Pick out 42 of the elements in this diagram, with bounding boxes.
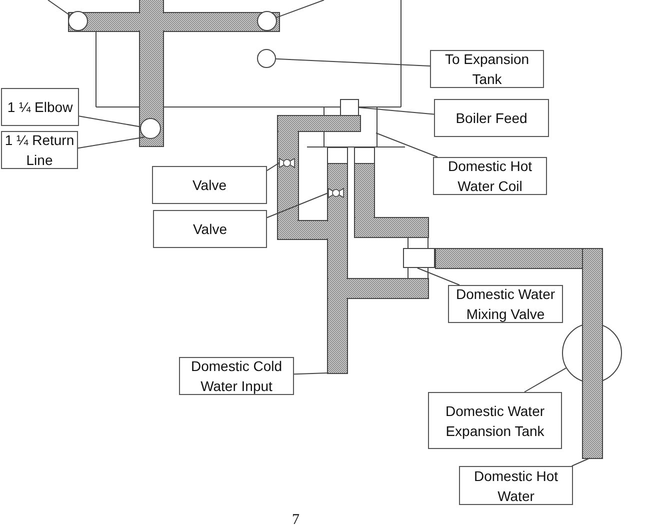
circle-symbol bbox=[257, 49, 276, 68]
valve-symbol bbox=[328, 188, 344, 198]
page-number: 7 bbox=[292, 512, 300, 528]
callout-box bbox=[1, 88, 79, 126]
callout-box bbox=[152, 166, 267, 204]
leader-line bbox=[276, 0, 324, 18]
callout-text: Domestic Hot Water Coil bbox=[446, 157, 534, 196]
leader-line bbox=[416, 268, 460, 286]
leader-line bbox=[524, 368, 567, 392]
circle-symbol bbox=[68, 11, 88, 31]
callout-text: Valve bbox=[193, 220, 227, 239]
leader-line bbox=[266, 162, 280, 172]
block-symbol bbox=[403, 248, 435, 268]
valve-symbol bbox=[279, 158, 295, 168]
leader-line bbox=[571, 458, 590, 466]
leader-line bbox=[78, 136, 145, 149]
callout-box bbox=[434, 99, 549, 137]
leader-line bbox=[376, 132, 438, 158]
circle-symbol bbox=[140, 118, 161, 139]
callout-text: Valve bbox=[192, 176, 226, 195]
leader-line bbox=[294, 372, 328, 375]
leader-line bbox=[358, 107, 434, 115]
leader-line bbox=[78, 116, 141, 128]
callout-box bbox=[433, 157, 547, 195]
callout-text: Domestic Water Mixing Valve bbox=[454, 285, 556, 324]
callout-box bbox=[179, 357, 294, 395]
callout-text: 1 ¼ Elbow bbox=[7, 98, 73, 117]
circle-symbol bbox=[257, 11, 277, 31]
callout-text: Boiler Feed bbox=[456, 109, 528, 128]
callout-text: Domestic Hot Water bbox=[472, 466, 560, 506]
callout-text: Domestic Cold Water Input bbox=[190, 357, 284, 396]
callout-text: To Expansion Tank bbox=[444, 50, 530, 89]
block-symbol bbox=[340, 99, 359, 116]
callout-box bbox=[430, 50, 544, 88]
callout-box bbox=[428, 392, 562, 449]
callout-text: 1 ¼ Return Line bbox=[4, 131, 76, 170]
callout-box bbox=[153, 210, 267, 248]
leader-line bbox=[276, 58, 430, 66]
leader-line bbox=[48, 0, 70, 16]
circle-symbol bbox=[562, 323, 622, 383]
callout-text: Domestic Water Expansion Tank bbox=[444, 402, 546, 440]
callout-box bbox=[459, 466, 573, 505]
